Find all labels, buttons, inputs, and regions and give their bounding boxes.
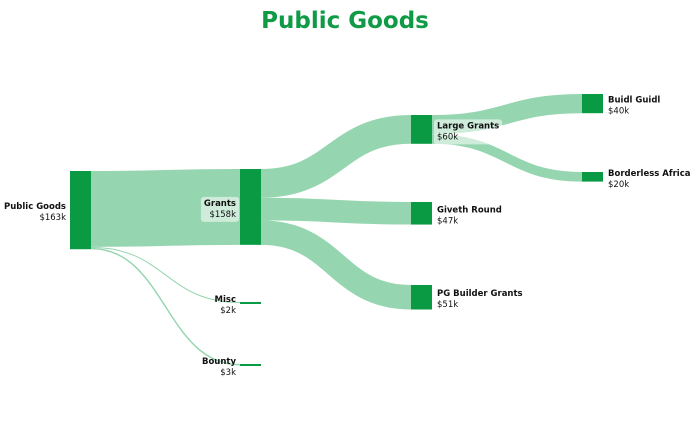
link-public-goods-to-bounty xyxy=(90,247,241,366)
label-bounty-name: Bounty xyxy=(202,357,236,367)
label-bounty: Bounty$3k xyxy=(202,357,236,378)
label-borderless-africa-name: Borderless Africa xyxy=(608,169,690,179)
label-buidl-guidl: Buidl Guidl$40k xyxy=(608,96,660,117)
label-pg-builder-grants: PG Builder Grants$51k xyxy=(437,289,523,310)
label-bounty-value: $3k xyxy=(220,368,236,378)
label-buidl-guidl-name: Buidl Guidl xyxy=(608,96,660,106)
label-grants: Grants$158k xyxy=(200,196,240,222)
node-public-goods xyxy=(70,171,91,250)
label-large-grants-background xyxy=(434,119,503,145)
label-borderless-africa-value: $20k xyxy=(608,180,629,190)
label-public-goods: Public Goods$163k xyxy=(4,202,66,223)
label-giveth-round: Giveth Round$47k xyxy=(437,205,502,226)
label-pg-builder-grants-value: $51k xyxy=(437,300,458,310)
label-public-goods-value: $163k xyxy=(39,213,66,223)
node-giveth-round xyxy=(411,202,432,225)
label-grants-background xyxy=(200,196,240,222)
label-buidl-guidl-value: $40k xyxy=(608,107,629,117)
label-public-goods-name: Public Goods xyxy=(4,202,66,212)
label-pg-builder-grants-name: PG Builder Grants xyxy=(437,289,523,299)
label-grants-value: $158k xyxy=(209,210,236,220)
node-bounty xyxy=(240,364,261,366)
label-misc: Misc$2k xyxy=(215,295,237,316)
label-grants-name: Grants xyxy=(204,199,236,209)
node-borderless-africa xyxy=(582,172,603,182)
link-grants-to-large-grants xyxy=(260,115,412,198)
label-giveth-round-name: Giveth Round xyxy=(437,205,502,215)
label-misc-name: Misc xyxy=(215,295,236,305)
page-title: Public Goods xyxy=(261,8,429,34)
label-large-grants: Large Grants$60k xyxy=(434,119,503,145)
node-misc xyxy=(240,302,261,304)
link-public-goods-to-misc xyxy=(90,246,241,303)
label-large-grants-name: Large Grants xyxy=(437,121,499,131)
node-buidl-guidl xyxy=(582,94,603,114)
link-grants-to-giveth-round xyxy=(260,197,412,225)
node-pg-builder-grants xyxy=(411,285,432,310)
link-large-grants-to-borderless-africa xyxy=(431,134,583,182)
label-large-grants-value: $60k xyxy=(437,132,458,142)
label-borderless-africa: Borderless Africa$20k xyxy=(608,169,690,190)
label-misc-value: $2k xyxy=(220,306,236,316)
label-giveth-round-value: $47k xyxy=(437,216,458,226)
node-large-grants xyxy=(411,115,432,144)
node-grants xyxy=(240,169,261,245)
link-grants-to-pg-builder-grants xyxy=(260,220,412,310)
